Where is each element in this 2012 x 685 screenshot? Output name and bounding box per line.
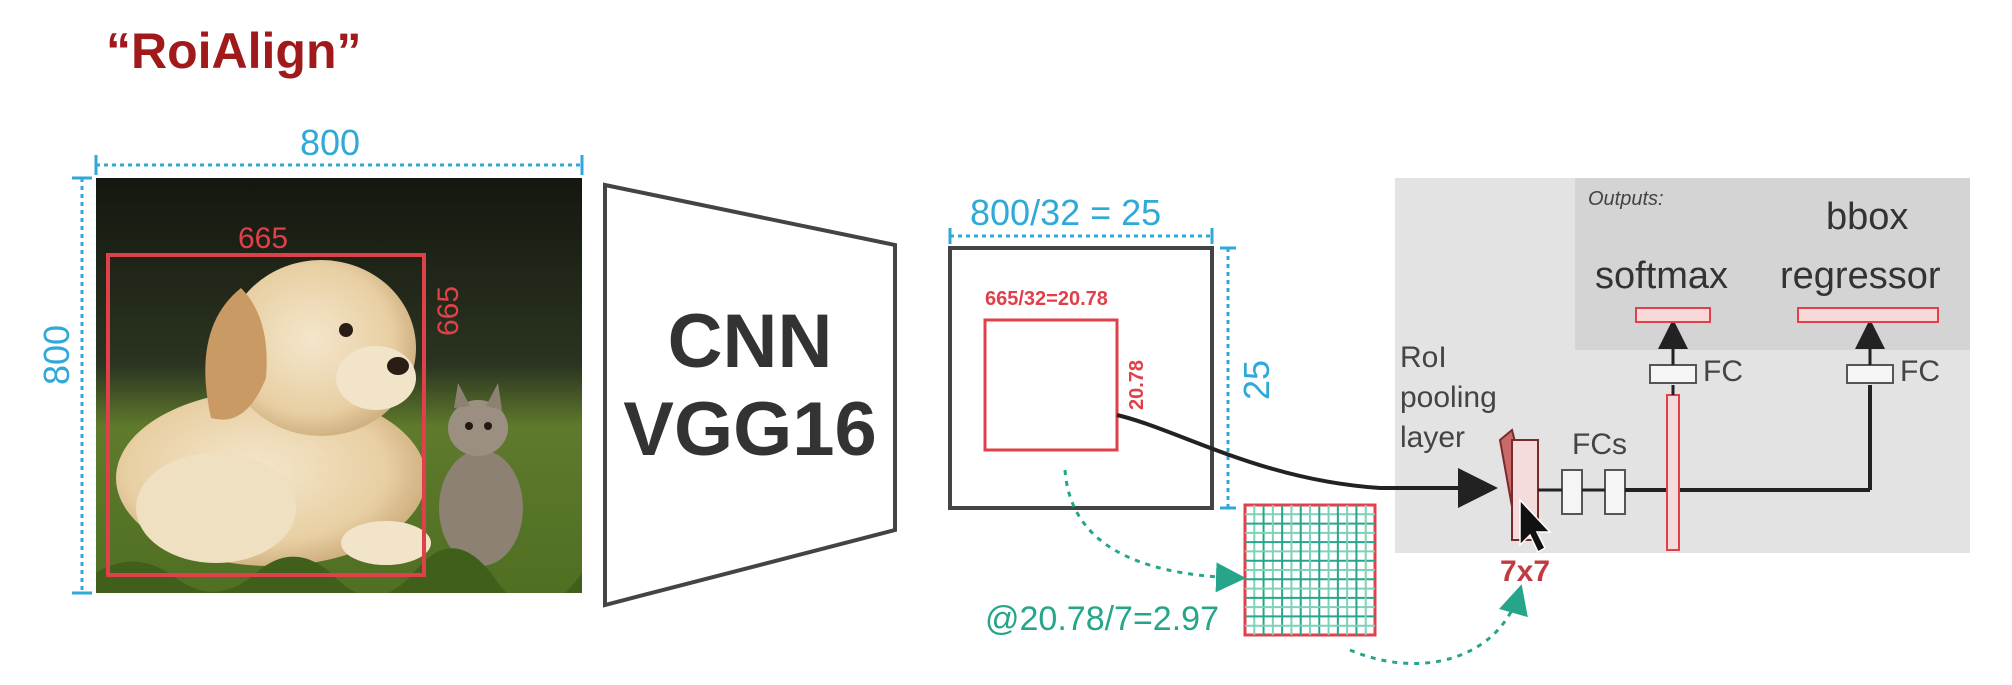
pooling-grid xyxy=(1243,503,1377,637)
feature-map-box xyxy=(948,246,1214,510)
cnn-label-line1: CNN xyxy=(667,299,833,384)
roi-to-pooling-arrow xyxy=(1116,413,1498,508)
bbox-label-line2: regressor xyxy=(1780,255,1941,297)
input-image xyxy=(96,178,582,593)
image-width-label: 800 xyxy=(300,122,361,163)
cnn-trapezoid xyxy=(603,182,897,608)
roi-pooling-line2: pooling xyxy=(1400,381,1497,414)
slide-title: “RoiAlign” xyxy=(106,23,362,79)
feature-map-height-dimension xyxy=(1220,246,1236,510)
dog-cat-photo xyxy=(96,178,582,593)
feature-map-roi-box xyxy=(983,318,1119,452)
image-height-label: 800 xyxy=(36,324,77,385)
fc-block-1 xyxy=(1561,469,1583,515)
feature-roi-width-label: 665/32=20.78 xyxy=(985,288,1108,310)
softmax-fc-block xyxy=(1649,364,1697,384)
cnn-label: CNN VGG16 xyxy=(605,298,895,474)
softmax-label: softmax xyxy=(1595,255,1729,297)
feature-map-width-label: 800/32 = 25 xyxy=(970,192,1162,233)
bbox-label-line1: bbox xyxy=(1826,196,1909,238)
fcs-label: FCs xyxy=(1572,428,1627,461)
feature-map-width-dimension xyxy=(948,228,1214,244)
grid-to-output-arrow xyxy=(1349,584,1528,665)
roi-pooling-layer-label: RoI pooling layer xyxy=(1400,338,1497,458)
feature-roi-height-label: 20.78 xyxy=(1126,359,1148,410)
pooling-grid-label: @20.78/7=2.97 xyxy=(985,600,1219,638)
fc-block-2 xyxy=(1604,469,1626,515)
mouse-cursor-icon xyxy=(1519,498,1552,554)
cnn-label-line2: VGG16 xyxy=(623,387,877,472)
bbox-fc-block xyxy=(1846,364,1894,384)
pooling-output-size-label: 7x7 xyxy=(1500,555,1551,588)
roi-pooling-line1: RoI xyxy=(1400,341,1447,374)
softmax-branch-bar xyxy=(1666,394,1680,551)
image-roi-box xyxy=(106,253,426,577)
feature-map-height-label: 25 xyxy=(1236,359,1277,400)
bbox-fc-label: FC xyxy=(1900,355,1940,388)
image-roi-height-label: 665 xyxy=(432,285,465,336)
outputs-label: Outputs: xyxy=(1588,188,1664,210)
image-width-dimension xyxy=(94,155,584,175)
roi-to-grid-arrow xyxy=(1063,469,1246,593)
softmax-fc-label: FC xyxy=(1703,355,1743,388)
image-height-dimension xyxy=(72,176,92,595)
bbox-output-bar xyxy=(1797,307,1939,323)
softmax-output-bar xyxy=(1635,307,1711,323)
image-roi-width-label: 665 xyxy=(238,222,289,255)
roi-pooling-line3: layer xyxy=(1400,421,1466,454)
